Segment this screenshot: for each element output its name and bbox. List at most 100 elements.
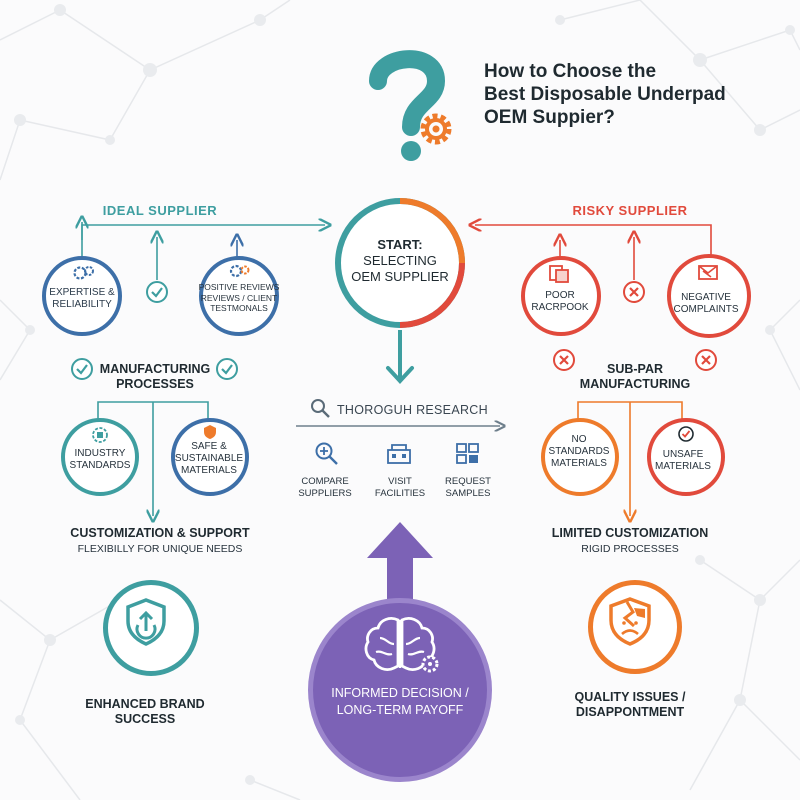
check-icon (71, 358, 93, 380)
decision-line-2: LONG-TERM PAYOFF (336, 703, 464, 717)
visit-facilities-label: VISIT FACILITIES (365, 476, 435, 500)
start-node: START: SELECTING OEM SUPPLIER (340, 237, 460, 285)
page-title: How to Choose the Best Disposable Underp… (484, 60, 784, 129)
negative-node (667, 254, 751, 338)
title-line-2: Best Disposable Underpad (484, 84, 726, 105)
start-line-2: SELECTING (363, 253, 437, 268)
success-node (103, 580, 199, 676)
nostd-line-2: STANDARDS (548, 446, 610, 457)
success-line-1: ENHANCED BRAND (85, 697, 205, 711)
document-icon (549, 265, 569, 283)
unsafe-line-2: MATERIALS (655, 461, 711, 472)
zoom-in-icon (315, 442, 338, 465)
title-line-3: OEM Suppier? (484, 107, 615, 128)
decision-line-1: INFORMED DECISION / (331, 686, 469, 700)
industry-standards-node (61, 418, 139, 496)
gear-icon (421, 655, 439, 673)
unsafe-materials-label: UNSAFE MATERIALS (638, 449, 728, 473)
request-line-2: SAMPLES (445, 488, 491, 499)
customization-support: CUSTOMIZATION & SUPPORT FLEXIBILLY FOR U… (40, 526, 280, 555)
subpar-line-2: MANUFACTURING (579, 377, 691, 391)
cross-icon (623, 281, 645, 303)
ideal-supplier-header: IDEAL SUPPLIER (102, 203, 218, 218)
decision-label: INFORMED DECISION / LONG-TERM PAYOFF (318, 685, 482, 719)
manufacturing-processes-label: MANUFACTURING PROCESSES (90, 362, 220, 392)
industry-standards-label: INDUSTRY STANDARDS (58, 448, 142, 472)
up-arrow (367, 522, 433, 610)
shield-arrow-icon (126, 598, 166, 646)
request-line-1: REQUEST (445, 476, 491, 487)
limited-sub: RIGID PROCESSES (581, 543, 679, 555)
quality-line-2: DISAPPONTMENT (575, 705, 685, 719)
compare-line-2: SUPPLIERS (298, 488, 352, 499)
shield-icon (204, 425, 216, 439)
reviews-node (199, 256, 279, 336)
negative-label: NEGATIVE COMPLAINTS (660, 292, 752, 316)
industry-line-2: STANDARDS (69, 460, 131, 471)
reviews-line-1: POSITIVE REVIEWS (198, 282, 280, 292)
quality-issues-label: QUALITY ISSUES / DISAPPONTMENT (560, 690, 700, 720)
building-icon (387, 444, 411, 464)
limited-customization: LIMITED CUSTOMIZATION RIGID PROCESSES (520, 526, 740, 555)
unsafe-materials-node (647, 418, 725, 496)
gears-icon (73, 266, 94, 280)
cross-icon (695, 349, 717, 371)
manufacturing-line-2: PROCESSES (116, 377, 194, 391)
safe-materials-label: SAFE & SUSTAINABLE MATERIALS (164, 441, 254, 477)
question-mark-icon (369, 50, 452, 161)
safe-materials-node (171, 418, 249, 496)
start-node-ring (335, 198, 465, 328)
limited-title: LIMITED CUSTOMIZATION (551, 526, 709, 540)
check-badge-icon (678, 426, 694, 442)
no-standards-node (541, 418, 619, 496)
compare-suppliers-label: COMPARE SUPPLIERS (290, 476, 360, 500)
poor-label: POOR RACRPOOK (515, 290, 605, 314)
no-standards-label: NO STANDARDS MATERIALS (534, 434, 624, 470)
safe-line-1: SAFE & (191, 441, 227, 452)
start-line-1: START: (377, 237, 423, 252)
request-samples-label: REQUEST SAMPLES (433, 476, 503, 500)
success-line-2: SUCCESS (114, 712, 176, 726)
manufacturing-line-1: MANUFACTURING (99, 362, 211, 376)
negative-line-2: COMPLAINTS (673, 304, 739, 315)
quality-line-1: QUALITY ISSUES / (574, 690, 686, 704)
risky-supplier-header: RISKY SUPPLIER (572, 203, 688, 218)
research-header: THOROGUH RESEARCH (337, 403, 488, 417)
compare-line-1: COMPARE (301, 476, 349, 487)
visit-line-1: VISIT (388, 476, 412, 487)
nostd-line-1: NO (571, 434, 587, 445)
expertise-label: EXPERTISE & RELIABILITY (40, 287, 124, 311)
poor-line-1: POOR (545, 290, 575, 301)
poor-line-2: RACRPOOK (531, 302, 589, 313)
start-line-3: OEM SUPPLIER (351, 269, 449, 284)
check-icon (216, 358, 238, 380)
magnifier-icon (311, 399, 330, 418)
reviews-line-3: TESTMONALS (210, 303, 268, 313)
expertise-line-1: EXPERTISE & (49, 287, 115, 298)
sub-par-manufacturing-label: SUB-PAR MANUFACTURING (570, 362, 700, 392)
customization-sub: FLEXIBILLY FOR UNIQUE NEEDS (77, 543, 243, 555)
broken-mail-icon (698, 265, 718, 280)
safe-line-2: SUSTAINABLE (174, 453, 244, 464)
standards-icon (92, 427, 108, 443)
negative-line-1: NEGATIVE (681, 292, 731, 303)
brain-icon (364, 617, 439, 673)
expertise-line-2: RELIABILITY (52, 299, 112, 310)
cross-icon (553, 349, 575, 371)
samples-icon (456, 443, 479, 464)
reviews-label: POSITIVE REVIEWS REVIEWS / CLIENT TESTMO… (194, 282, 284, 314)
unsafe-line-1: UNSAFE (662, 449, 704, 460)
quality-issues-node (588, 580, 682, 674)
broken-shield-icon (609, 597, 651, 646)
gears-icon (229, 264, 250, 278)
check-icon (146, 281, 168, 303)
nostd-line-3: MATERIALS (551, 458, 607, 469)
enhanced-brand-success-label: ENHANCED BRAND SUCCESS (70, 697, 220, 727)
visit-line-2: FACILITIES (374, 488, 426, 499)
expertise-node (42, 256, 122, 336)
subpar-line-1: SUB-PAR (606, 362, 664, 376)
poor-node (521, 256, 601, 336)
gear-icon (420, 113, 452, 145)
